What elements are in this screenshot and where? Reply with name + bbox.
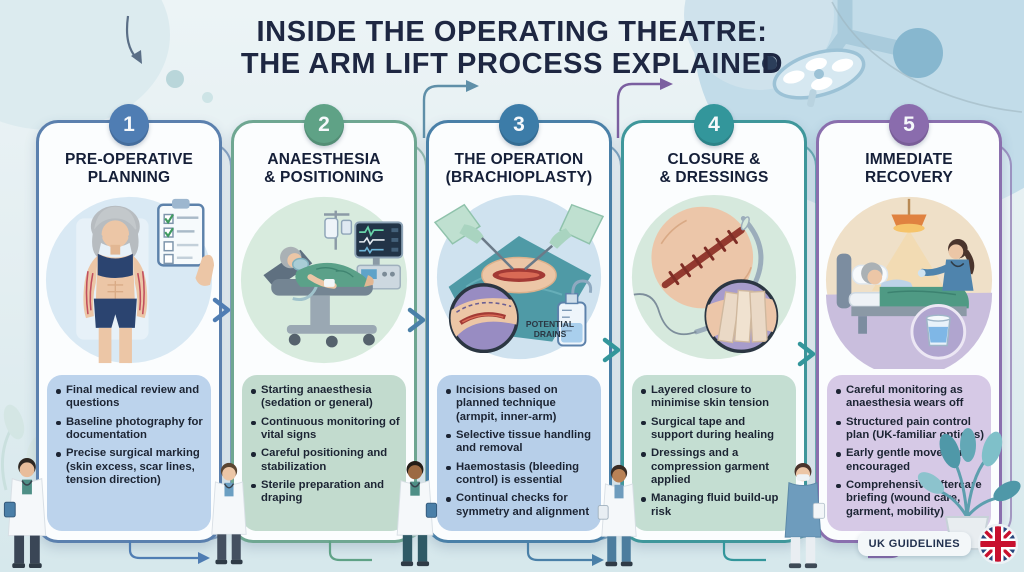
- drain-bottle-icon: [557, 279, 593, 347]
- bullet-item: Final medical review and questions: [55, 384, 205, 411]
- step-number-badge: 3: [499, 104, 539, 146]
- pre-op-marking-illustration: [43, 191, 215, 369]
- decorative-dot: [166, 70, 184, 88]
- step-card-1: 1 PRE-OPERATIVE PLANNING: [36, 104, 232, 543]
- step-number-badge: 5: [889, 104, 929, 146]
- sutured-incision-icon: [661, 226, 745, 289]
- suture-dressing-illustration: [628, 191, 800, 369]
- bullet-item: Comprehensive aftercare briefing (wound …: [835, 479, 985, 519]
- step-card-2-body: 2 ANAESTHESIA & POSITIONING: [231, 104, 417, 543]
- vitals-monitor-icon: [354, 221, 404, 290]
- ward-lamp-icon: [891, 198, 927, 233]
- decorative-dot: [762, 56, 777, 71]
- bullet-item: Sterile preparation and draping: [250, 479, 400, 506]
- uk-flag-icon: [978, 524, 1018, 564]
- step-title: PRE-OPERATIVE PLANNING: [39, 151, 219, 187]
- bullet-item: Incisions based on planned technique (ar…: [445, 384, 595, 424]
- step-card-4-body: 4 CLOSURE & & DRESSINGS: [621, 104, 807, 543]
- nurse-figure: [917, 238, 975, 291]
- step-title: ANAESTHESIA & POSITIONING: [234, 151, 414, 187]
- bullet-item: Careful monitoring as anaesthesia wears …: [835, 384, 985, 411]
- bullet-item: Careful positioning and stabilization: [250, 447, 400, 474]
- bullet-item: Precise surgical marking (skin excess, s…: [55, 447, 205, 487]
- step-title-line2: (BRACHIOPLASTY): [445, 168, 593, 186]
- bullet-item: Selective tissue handling and removal: [445, 429, 595, 456]
- step-number-badge: 4: [694, 104, 734, 146]
- bullet-item: Continuous monitoring of vital signs: [250, 416, 400, 443]
- masked-nurse-figure: [779, 462, 827, 570]
- page-title-line1: INSIDE THE OPERATING THEATRE:: [256, 16, 768, 48]
- step-details-panel: Final medical review and questions Basel…: [47, 375, 211, 531]
- step-card-2: 2 ANAESTHESIA & POSITIONING: [231, 104, 427, 543]
- step-card-5: 5 IMMEDIATE RECOVERY: [816, 104, 1012, 543]
- step-title-line2: RECOVERY: [864, 168, 953, 186]
- page-title-line2: THE ARM LIFT PROCESS EXPLAINED: [240, 48, 784, 81]
- face-mask-icon: [796, 474, 810, 481]
- page-title: INSIDE THE OPERATING THEATRE: THE ARM LI…: [0, 16, 1024, 81]
- step-title: CLOSURE & & DRESSINGS: [624, 151, 804, 187]
- bullet-item: Baseline photography for documentation: [55, 416, 205, 443]
- step-card-1-body: 1 PRE-OPERATIVE PLANNING: [36, 104, 222, 543]
- operation-incision-illustration: POTENTIAL DRAINS: [433, 191, 605, 369]
- step-number-badge: 1: [109, 104, 149, 146]
- bullet-item: Surgical tape and support during healing: [640, 416, 790, 443]
- step-title-line2: PLANNING: [87, 168, 171, 186]
- bullet-item: Managing fluid build-up risk: [640, 492, 790, 519]
- checklist-clipboard-icon: [157, 198, 205, 267]
- step-details-panel: Layered closure to minimise skin tension…: [632, 375, 796, 531]
- bullet-item: Layered closure to minimise skin tension: [640, 384, 790, 411]
- bullet-item: Early gentle movement encouraged: [835, 447, 985, 474]
- decorative-dot: [202, 92, 213, 103]
- step-title-line2: & DRESSINGS: [659, 168, 769, 186]
- step-title-line1: THE OPERATION: [454, 151, 584, 168]
- step-title: THE OPERATION (BRACHIOPLASTY): [429, 151, 609, 187]
- step-details-panel: Incisions based on planned technique (ar…: [437, 375, 601, 531]
- step-card-3-body: 3 THE OPERATION (BRACHIOPLASTY): [426, 104, 612, 543]
- bullet-item: Starting anaesthesia (sedation or genera…: [250, 384, 400, 411]
- surgical-lamp-icon: [772, 0, 1022, 113]
- step-title-line2: & POSITIONING: [264, 168, 384, 186]
- step-details-panel: Starting anaesthesia (sedation or genera…: [242, 375, 406, 531]
- bullet-item: Continual checks for symmetry and alignm…: [445, 492, 595, 519]
- nurse-figure: [596, 464, 642, 568]
- step-title-line1: ANAESTHESIA: [267, 151, 381, 168]
- step-title-line1: IMMEDIATE: [865, 151, 953, 168]
- step-title: IMMEDIATE RECOVERY: [819, 151, 999, 187]
- bullet-item: Haemostasis (bleeding control) is essent…: [445, 461, 595, 488]
- step-title-line1: CLOSURE &: [667, 151, 761, 168]
- step-card-3: 3 THE OPERATION (BRACHIOPLASTY): [426, 104, 622, 543]
- doctor-figure: [391, 460, 439, 568]
- uk-guidelines-badge: UK GUIDELINES: [857, 524, 1018, 564]
- potential-drains-label: POTENTIAL DRAINS: [525, 318, 575, 340]
- step-number-badge: 2: [304, 104, 344, 146]
- step-card-4: 4 CLOSURE & & DRESSINGS: [621, 104, 817, 543]
- recovery-ward-illustration: [823, 191, 995, 369]
- doctor-figure: [206, 462, 252, 566]
- water-glass-icon: [925, 314, 951, 347]
- step-card-5-body: 5 IMMEDIATE RECOVERY: [816, 104, 1002, 543]
- uk-guidelines-label: UK GUIDELINES: [857, 532, 971, 556]
- step-title-line1: PRE-OPERATIVE: [64, 151, 194, 168]
- bullet-item: Dressings and a compression garment appl…: [640, 447, 790, 487]
- anaesthesia-table-illustration: [238, 191, 410, 369]
- surgeon-gloved-hands-icon: [433, 203, 605, 271]
- doctor-figure: [2, 457, 52, 570]
